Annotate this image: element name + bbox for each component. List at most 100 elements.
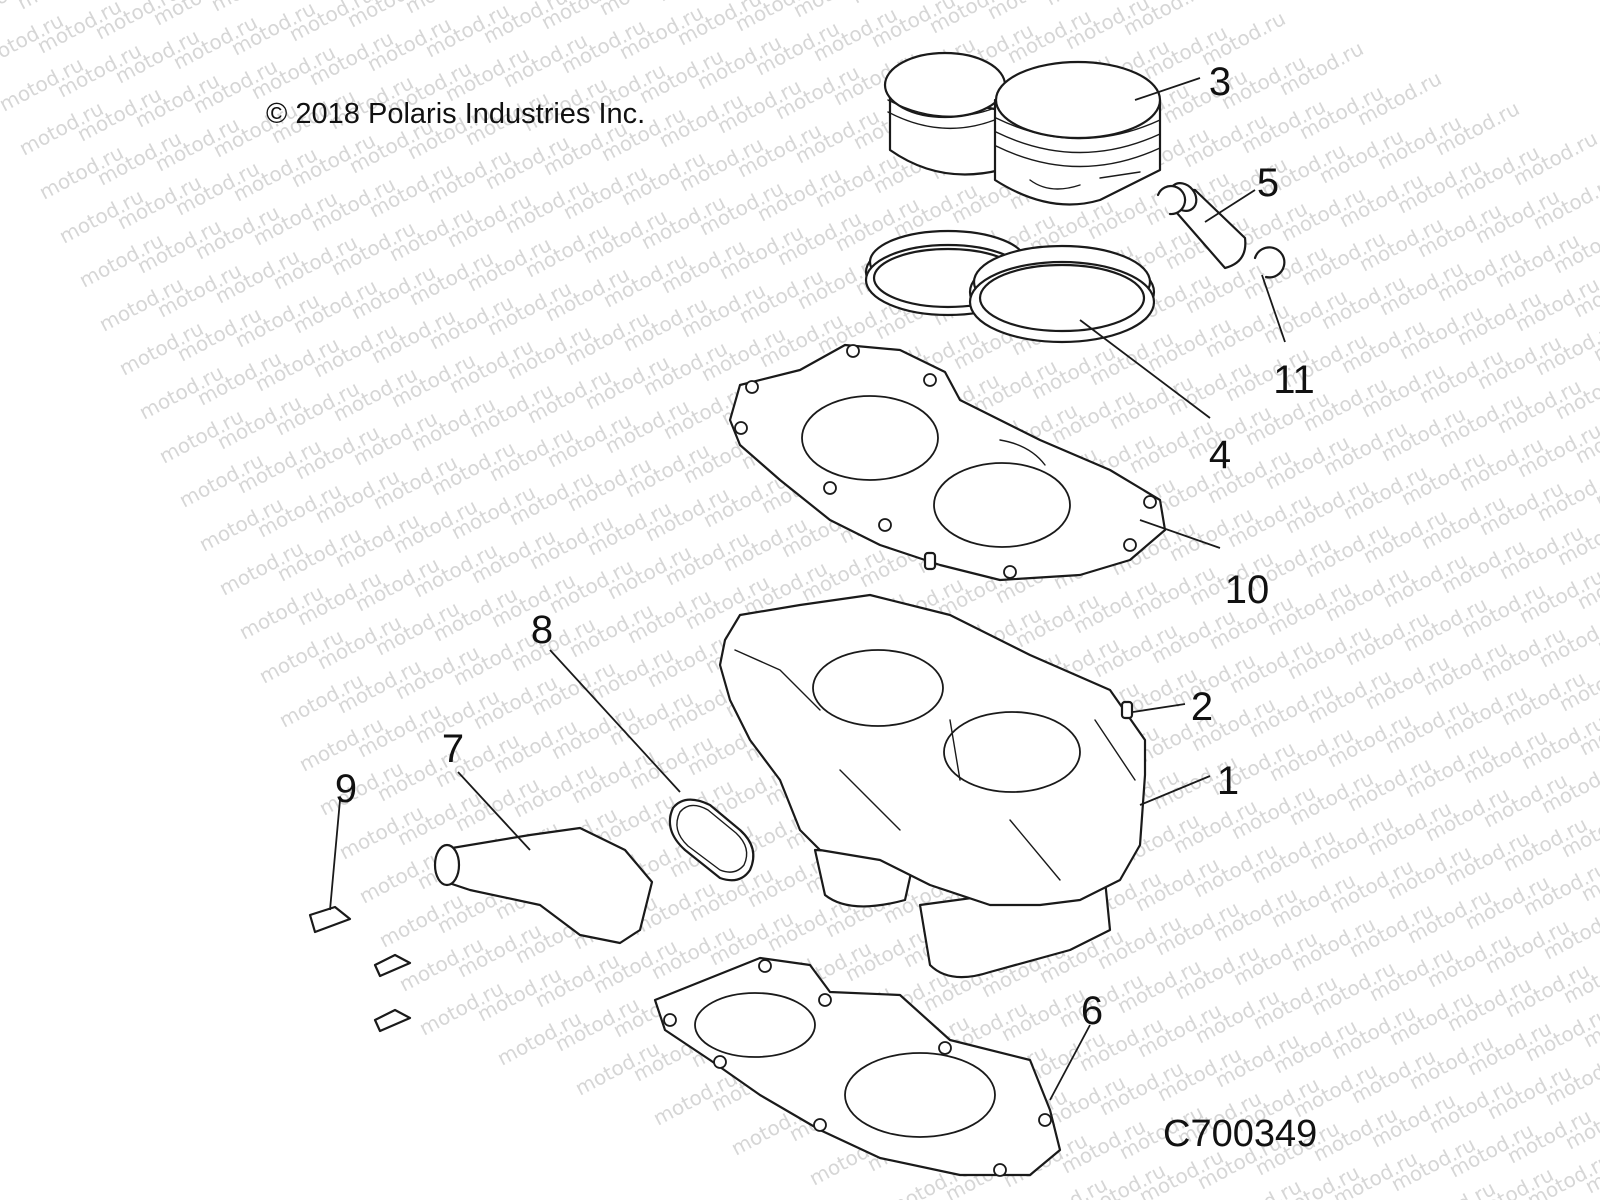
- watermark-text: motod.ru: [195, 492, 287, 556]
- watermark-text: motod.ru: [1131, 852, 1223, 916]
- watermark-text: motod.ru: [331, 508, 423, 572]
- watermark-text: motod.ru: [269, 230, 361, 294]
- watermark-text: motod.ru: [311, 464, 403, 528]
- watermark-text: motod.ru: [1443, 972, 1535, 1036]
- watermark-text: motod.ru: [545, 554, 637, 618]
- watermark-text: motod.ru: [1503, 1104, 1595, 1168]
- copyright-notice: © 2018 Polaris Industries Inc.: [266, 98, 646, 130]
- watermark-text: motod.ru: [733, 118, 825, 182]
- watermark-text: motod.ru: [1575, 696, 1600, 760]
- watermark-text: motod.ru: [581, 350, 673, 414]
- watermark-text: motod.ru: [635, 44, 727, 108]
- watermark-text: motod.ru: [1321, 562, 1413, 626]
- watermark-text: motod.ru: [541, 262, 633, 326]
- watermark-text: motod.ru: [1305, 810, 1397, 874]
- watermark-text: motod.ru: [265, 0, 357, 2]
- watermark-text: motod.ru: [925, 0, 1017, 38]
- watermark-text: motod.ru: [1441, 826, 1533, 890]
- watermark-text: motod.ru: [391, 640, 483, 704]
- watermark-text: motod.ru: [449, 626, 541, 690]
- callout-2: 2: [1191, 685, 1213, 729]
- watermark-text: motod.ru: [1581, 1134, 1600, 1198]
- watermark-text: motod.ru: [15, 96, 107, 160]
- watermark-text: motod.ru: [369, 450, 461, 514]
- watermark-text: motod.ru: [115, 316, 207, 380]
- watermark-text: motod.ru: [623, 584, 715, 648]
- watermark-text: motod.ru: [1555, 652, 1600, 716]
- watermark-text: motod.ru: [465, 378, 557, 442]
- watermark-text: motod.ru: [1453, 286, 1545, 350]
- watermark-text: motod.ru: [1513, 418, 1600, 482]
- watermark-text: motod.ru: [1571, 404, 1600, 468]
- watermark-text: motod.ru: [273, 522, 365, 586]
- leader-line-5: [1204, 189, 1256, 223]
- watermark-text: motod.ru: [483, 276, 575, 340]
- watermark-text: motod.ru: [639, 336, 731, 400]
- head-gasket: [728, 343, 1167, 582]
- watermark-text: motod.ru: [1537, 754, 1600, 818]
- leader-line-8: [549, 649, 681, 793]
- watermark-text: motod.ru: [307, 172, 399, 236]
- piston-ring-sets: [864, 229, 1156, 344]
- watermark-text: motod.ru: [1345, 898, 1437, 962]
- watermark-text: motod.ru: [1209, 882, 1301, 946]
- watermark-text: motod.ru: [1439, 680, 1531, 744]
- watermark-text: motod.ru: [1541, 1046, 1600, 1110]
- watermark-text: motod.ru: [601, 394, 693, 458]
- watermark-text: motod.ru: [95, 272, 187, 336]
- watermark-text: motod.ru: [1593, 594, 1600, 658]
- watermark-text: motod.ru: [841, 922, 933, 986]
- watermark-text: motod.ru: [333, 654, 425, 718]
- watermark-text: motod.ru: [571, 1036, 663, 1100]
- watermark-text: motod.ru: [247, 40, 339, 104]
- callout-labels: 3 5 11 4 10 8 2 7 1 9 6: [335, 60, 1315, 1033]
- watermark-text: motod.ru: [375, 888, 467, 952]
- watermark-text: motod.ru: [1461, 870, 1553, 934]
- watermark-text: motod.ru: [1435, 388, 1527, 452]
- watermark-text: motod.ru: [271, 376, 363, 440]
- watermark-text: motod.ru: [421, 0, 513, 62]
- watermark-text: motod.ru: [155, 404, 247, 468]
- watermark-text: motod.ru: [1573, 550, 1600, 614]
- watermark-text: motod.ru: [1089, 618, 1181, 682]
- watermark-text: motod.ru: [619, 292, 711, 356]
- watermark-text: motod.ru: [1589, 302, 1600, 366]
- watermark-text: motod.ru: [583, 496, 675, 560]
- watermark-text: motod.ru: [1521, 1002, 1600, 1066]
- watermark-text: motod.ru: [447, 480, 539, 544]
- watermark-text: motod.ru: [1501, 958, 1593, 1022]
- watermark-text: motod.ru: [1285, 766, 1377, 830]
- watermark-text: motod.ru: [1381, 694, 1473, 758]
- watermark-text: motod.ru: [351, 552, 443, 616]
- watermark-text: motod.ru: [1247, 824, 1339, 888]
- watermark-text: motod.ru: [309, 318, 401, 382]
- watermark-text: motod.ru: [409, 538, 501, 602]
- leader-line-4: [1079, 319, 1211, 419]
- watermark-text: motod.ru: [735, 264, 827, 328]
- watermark-text: motod.ru: [0, 52, 87, 116]
- watermark-text: motod.ru: [1549, 214, 1600, 278]
- watermark-text: motod.ru: [1403, 884, 1495, 948]
- watermark-text: motod.ru: [523, 364, 615, 428]
- water-outlet-elbow: [433, 826, 654, 945]
- watermark-text: motod.ru: [867, 0, 959, 52]
- watermark-text: motod.ru: [1531, 316, 1600, 380]
- watermark-text: motod.ru: [371, 596, 463, 660]
- callout-6: 6: [1081, 989, 1103, 1033]
- watermark-text: motod.ru: [1367, 1088, 1459, 1152]
- watermark-text: motod.ru: [443, 188, 535, 252]
- watermark-text: motod.ru: [171, 156, 263, 220]
- watermark-text: motod.ru: [1223, 488, 1315, 552]
- watermark-text: motod.ru: [1591, 448, 1600, 512]
- watermark-text: motod.ru: [1191, 984, 1283, 1048]
- watermark-text: motod.ru: [1365, 942, 1457, 1006]
- watermark-text: motod.ru: [1309, 1102, 1401, 1166]
- watermark-text: motod.ru: [231, 288, 323, 352]
- watermark-text: motod.ru: [1325, 854, 1417, 918]
- watermark-text: motod.ru: [1415, 344, 1507, 408]
- watermark-text: motod.ru: [1479, 768, 1571, 832]
- watermark-text: motod.ru: [293, 566, 385, 630]
- watermark-text: motod.ru: [1419, 636, 1511, 700]
- watermark-text: motod.ru: [1399, 592, 1491, 656]
- watermark-text: motod.ru: [653, 0, 745, 6]
